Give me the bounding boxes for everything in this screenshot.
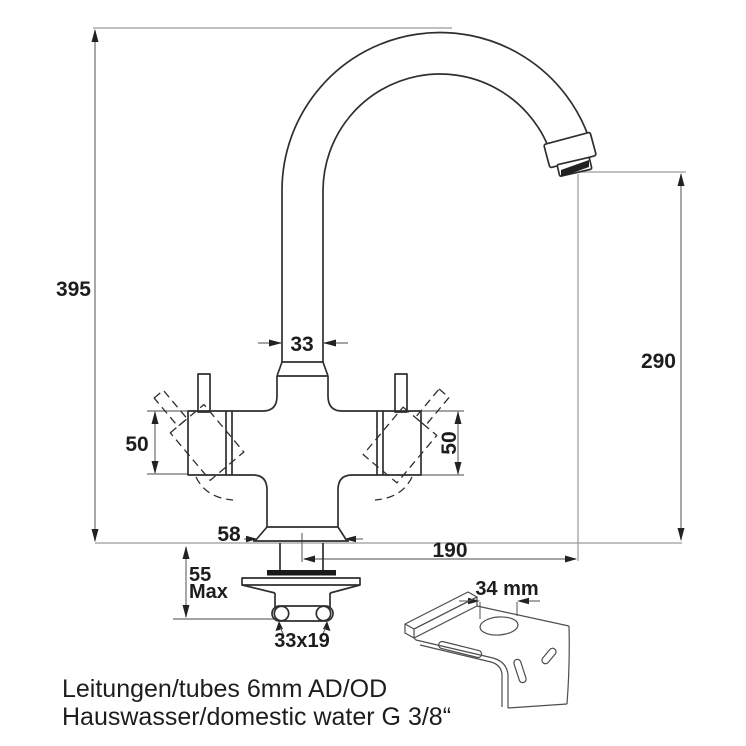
dim-label-handle-left: 50 xyxy=(125,433,148,456)
faucet-spout xyxy=(281,31,597,362)
arrow-left-icon xyxy=(323,339,336,347)
arrow-left-icon xyxy=(344,535,356,543)
bracket-bend-slot xyxy=(438,640,483,659)
dimension-395: 395 xyxy=(56,29,99,542)
dimension-58: 58 xyxy=(217,523,363,546)
bracket-hole xyxy=(479,616,519,636)
handle-left-stem xyxy=(197,373,211,413)
dim-label-spout-reach: 190 xyxy=(432,539,467,562)
dim-label-outlet-height: 290 xyxy=(641,350,676,373)
dim-label-total-height: 395 xyxy=(56,278,91,301)
bracket-right-side xyxy=(566,625,570,705)
bracket-front-bend-inner xyxy=(419,644,503,707)
arrow-left-icon xyxy=(517,597,529,605)
arrow-down-icon xyxy=(91,529,99,542)
handle-left-swing-arc xyxy=(195,476,234,501)
faucet-body xyxy=(232,361,377,542)
dimension-190: 190 xyxy=(301,533,577,563)
handle-right xyxy=(376,373,422,476)
dimension-290: 290 xyxy=(641,173,685,541)
body-arm-bottom-right xyxy=(337,474,377,527)
body-arm-bottom-left xyxy=(232,474,268,527)
bracket-lip-top xyxy=(404,591,478,630)
dim-label-deck-suffix: Max xyxy=(189,581,228,603)
dim-label-spout-tube: 33 xyxy=(290,333,313,356)
body-arm-top-right xyxy=(327,376,377,412)
bracket-front-slot xyxy=(513,658,527,684)
arrow-down-icon xyxy=(182,605,190,618)
bracket-front-bend xyxy=(413,637,509,708)
arrow-down-icon xyxy=(151,461,159,474)
spout-collar xyxy=(276,361,329,377)
bracket-bottom-edge xyxy=(507,703,568,709)
arrow-up-icon xyxy=(91,29,99,42)
shank-tube xyxy=(279,543,324,570)
reference-lines xyxy=(93,27,686,561)
handle-right-stem xyxy=(394,373,408,413)
arrow-up-icon xyxy=(677,173,685,186)
arrow-right-icon xyxy=(246,535,258,543)
dimension-34mm: 34 mm xyxy=(459,578,540,619)
dim-label-bracket-hole: 34 mm xyxy=(475,578,538,600)
arrow-up-icon xyxy=(182,546,190,559)
handle-left xyxy=(187,373,233,476)
mounting-shank xyxy=(241,543,361,607)
bracket-lip-cap xyxy=(404,624,415,639)
caption-line-water: Hauswasser/domestic water G 3/8“ xyxy=(62,703,452,731)
dimension-50-left: 50 xyxy=(125,410,188,475)
mounting-bracket-sketch xyxy=(404,591,570,709)
caption: Leitungen/tubes 6mm AD/OD Hauswasser/dom… xyxy=(62,675,451,731)
handle-left-rotated-dashed xyxy=(153,389,245,501)
handle-right-rotated-dashed xyxy=(362,388,450,501)
caption-line-tubes: Leitungen/tubes 6mm AD/OD xyxy=(62,675,388,703)
arrow-down-icon xyxy=(677,528,685,541)
arrow-right-icon xyxy=(269,339,282,347)
escutcheon-base xyxy=(253,526,349,542)
arrow-up-icon xyxy=(454,411,462,424)
arrow-up-icon xyxy=(151,411,159,424)
body-arm-top-left xyxy=(232,376,278,412)
spout-inner-arc xyxy=(322,73,549,362)
arrow-down-icon xyxy=(454,462,462,475)
bracket-side-slot xyxy=(541,647,557,665)
shank-lower xyxy=(274,593,331,607)
mounting-flange-wings xyxy=(241,584,361,594)
arrow-right-icon xyxy=(565,555,577,563)
seal-washer xyxy=(267,570,336,576)
dim-label-handle-right: 50 xyxy=(438,431,461,454)
dim-label-shank-size: 33x19 xyxy=(274,630,330,652)
spout-outer-arc xyxy=(281,31,592,362)
spout-outlet-mark xyxy=(561,160,589,177)
mounting-flange-bar xyxy=(241,577,361,586)
dimension-33x19: 33x19 xyxy=(274,621,331,652)
bracket-plate-right-edge xyxy=(476,605,570,627)
dim-label-deck-value: 55 xyxy=(189,564,211,586)
dimension-33: 33 xyxy=(258,333,348,356)
dimension-55-max: 55 Max xyxy=(173,546,291,620)
arrow-left-icon xyxy=(303,555,315,563)
mounting-nut xyxy=(271,605,334,622)
dim-label-base-width: 58 xyxy=(217,523,241,546)
dimension-50-right: 50 xyxy=(421,410,464,476)
handle-right-swing-arc xyxy=(374,476,413,501)
